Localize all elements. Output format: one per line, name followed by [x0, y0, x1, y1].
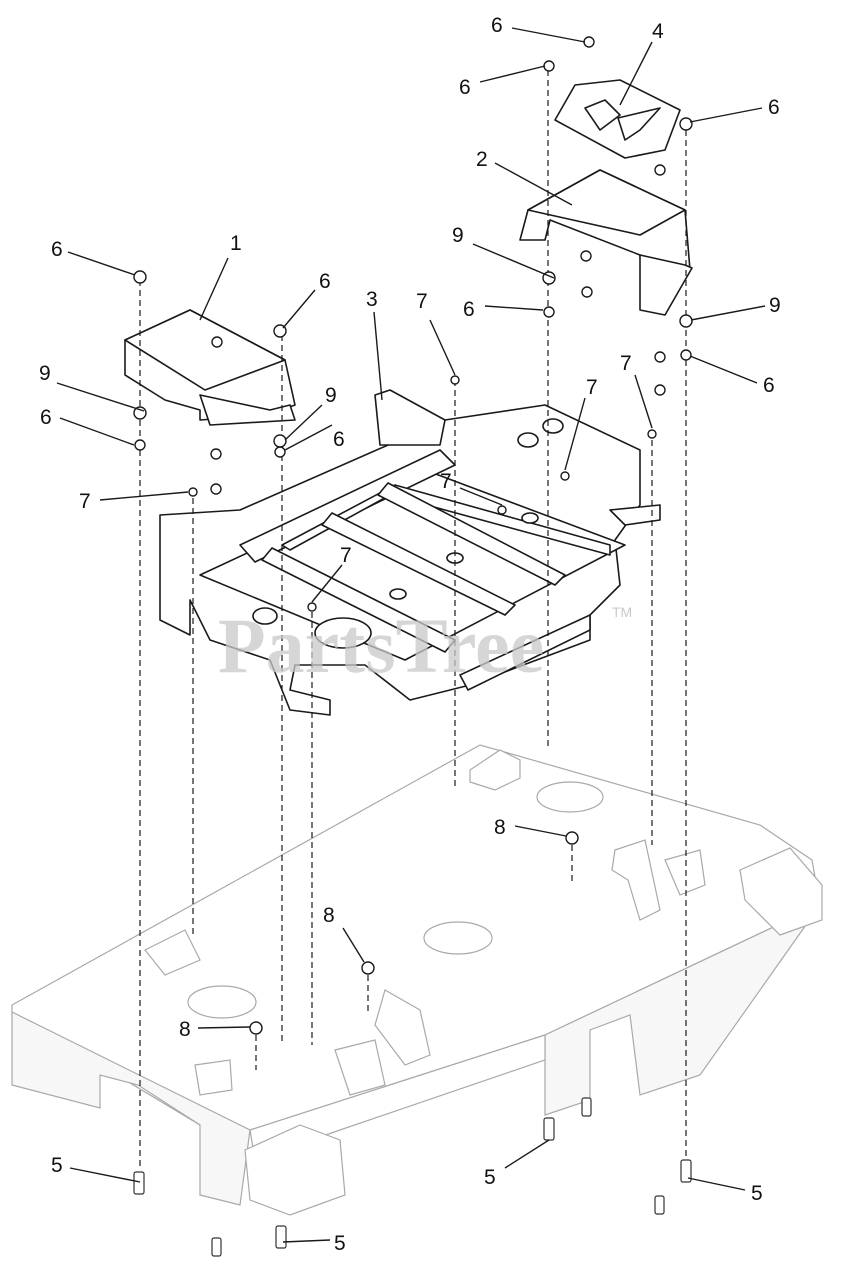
callout-5-bottom: 5 — [334, 1232, 346, 1255]
callouts: 1 2 3 4 5 5 5 5 6 6 6 6 6 6 6 6 6 7 7 7 … — [39, 14, 781, 1255]
callout-6-a: 6 — [491, 14, 503, 37]
callout-7-b: 7 — [620, 352, 632, 375]
callout-6-c: 6 — [768, 96, 780, 119]
watermark: PartsTree — [218, 602, 544, 689]
callout-2: 2 — [476, 148, 488, 171]
main-cover-plate — [159, 389, 661, 716]
callout-6-d: 6 — [51, 238, 63, 261]
callout-7-e: 7 — [79, 490, 91, 513]
callout-6-b: 6 — [459, 76, 471, 99]
callout-5-right: 5 — [751, 1182, 763, 1205]
callout-9-b: 9 — [769, 294, 781, 317]
callout-9-c: 9 — [39, 362, 51, 385]
callout-3: 3 — [366, 288, 378, 311]
callout-6-f: 6 — [463, 298, 475, 321]
callout-6-e: 6 — [319, 270, 331, 293]
callout-9-d: 9 — [325, 384, 337, 407]
alignment-lines — [139, 70, 687, 1170]
callout-5-left: 5 — [51, 1154, 63, 1177]
callout-8-b: 8 — [323, 904, 335, 927]
callout-4: 4 — [652, 20, 664, 43]
callout-8-a: 8 — [494, 816, 506, 839]
callout-6-i: 6 — [333, 428, 345, 451]
callout-5-center: 5 — [484, 1166, 496, 1189]
decal-plate — [554, 79, 681, 159]
hardware — [133, 36, 693, 1257]
left-cover — [124, 309, 296, 426]
mower-deck — [11, 744, 823, 1216]
trademark-mark: TM — [612, 604, 632, 620]
right-cover — [519, 169, 693, 316]
callout-9-a: 9 — [452, 224, 464, 247]
leader-lines — [56, 27, 766, 1243]
callout-7-d: 7 — [440, 470, 452, 493]
callout-8-c: 8 — [179, 1018, 191, 1041]
callout-6-h: 6 — [40, 406, 52, 429]
callout-7-a: 7 — [416, 290, 428, 313]
callout-7-c: 7 — [586, 376, 598, 399]
callout-7-f: 7 — [340, 544, 352, 567]
callout-6-g: 6 — [763, 374, 775, 397]
callout-1: 1 — [230, 232, 242, 255]
